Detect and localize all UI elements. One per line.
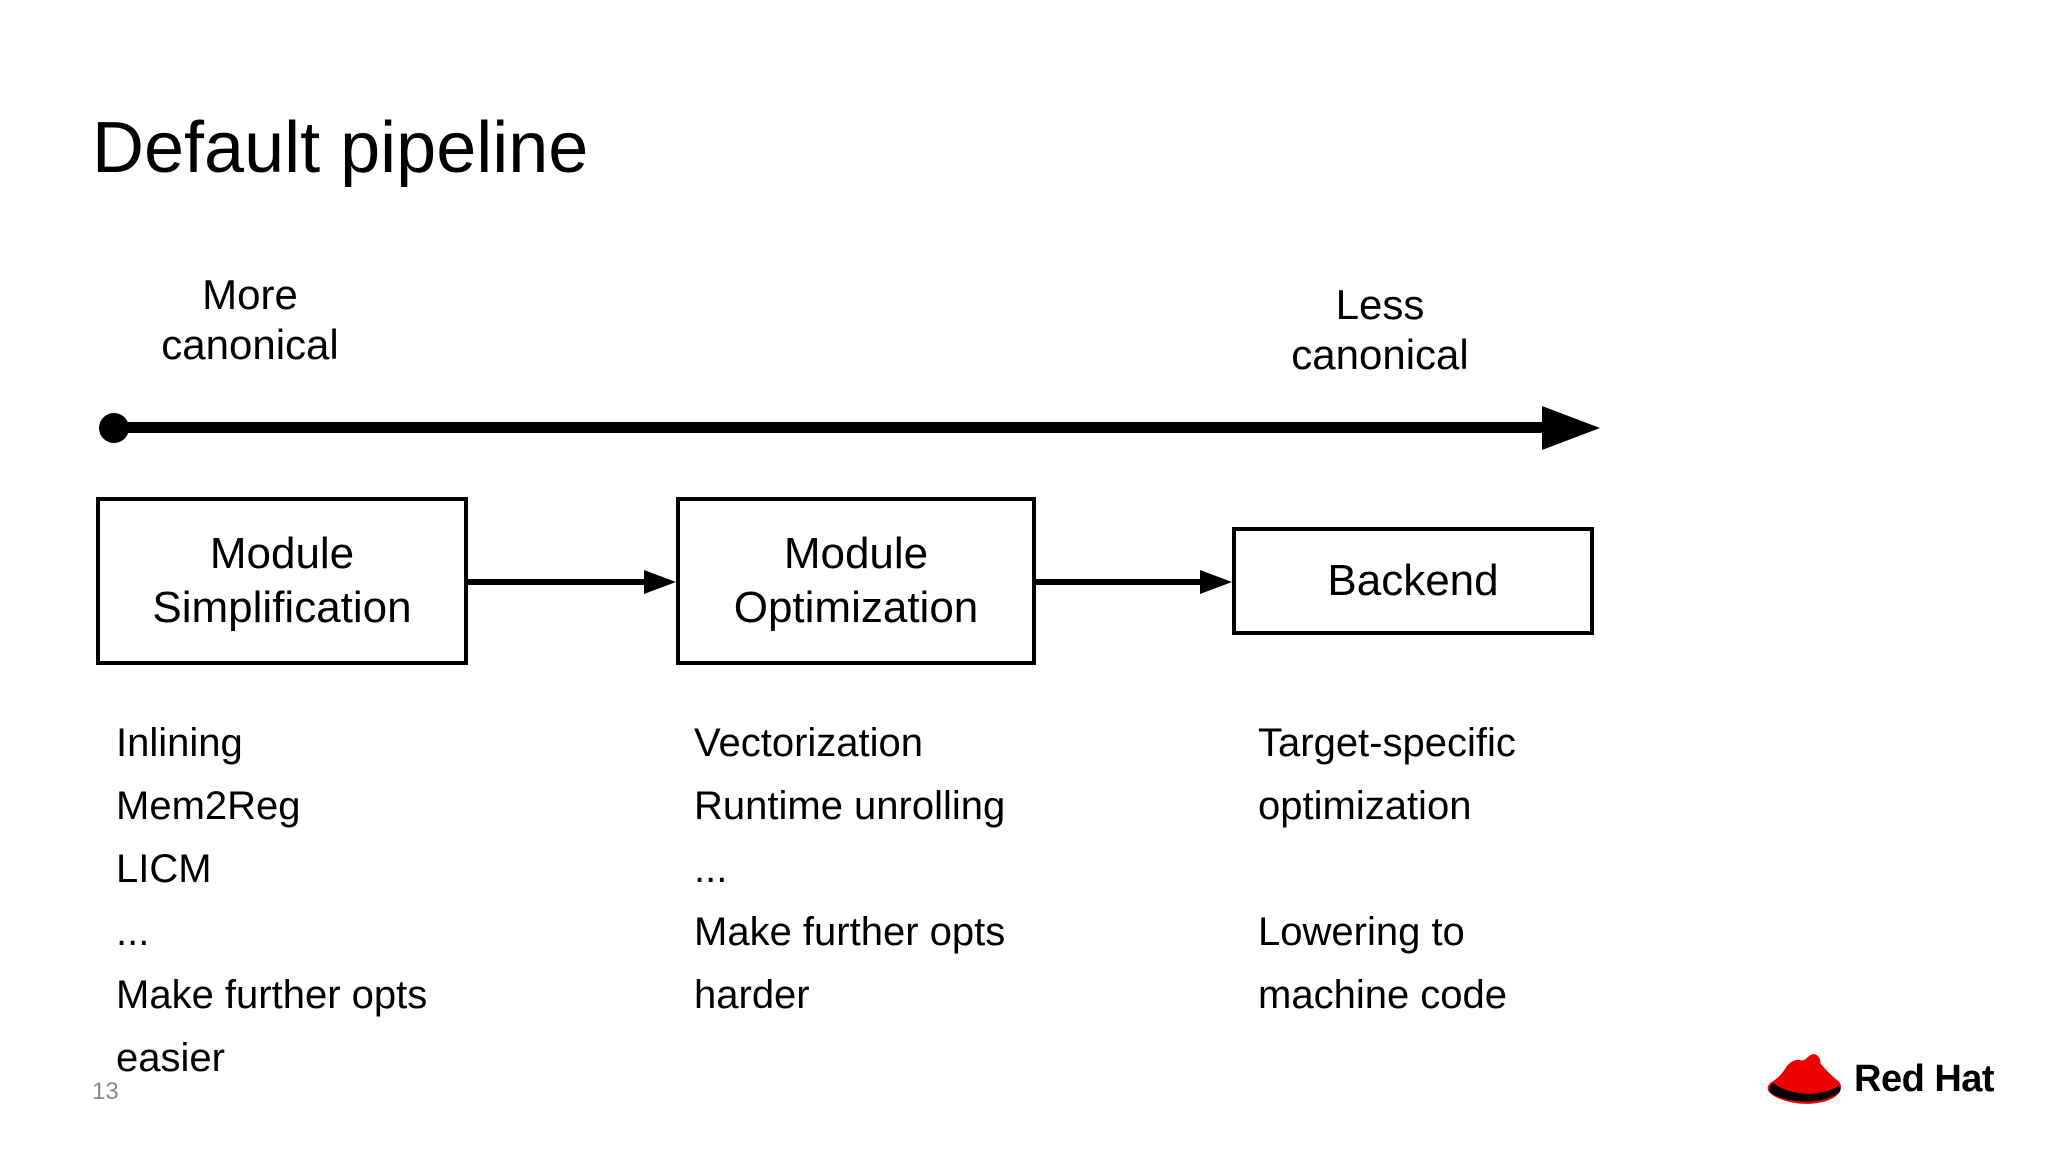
stage-label: Module Simplification	[152, 527, 411, 634]
connector-arrow-simplification-to-optimization	[466, 567, 680, 597]
detail-line: ...	[116, 910, 150, 954]
axis-line	[114, 422, 1556, 433]
page-title: Default pipeline	[92, 108, 589, 188]
axis-arrowhead-icon	[1542, 406, 1600, 450]
axis-label-less-line2: canonical	[1291, 330, 1469, 378]
detail-line: Mem2Reg	[116, 784, 301, 828]
detail-line: LICM	[116, 847, 212, 891]
stage-label: Backend	[1327, 554, 1498, 608]
detail-line: Make further opts	[694, 910, 1006, 954]
detail-line: Make further opts	[116, 973, 428, 1017]
connector-arrowhead-icon	[1200, 570, 1232, 594]
red-hat-logo: Red Hat	[1766, 1048, 1995, 1110]
pipeline-stage-module-optimization: Module Optimization	[676, 497, 1036, 665]
red-hat-fedora-icon	[1767, 1054, 1842, 1104]
stage-label-line2: Optimization	[733, 583, 979, 632]
stage-details-module-optimization: Vectorization Runtime unrolling ... Make…	[694, 712, 1005, 1027]
stage-label-line1: Backend	[1327, 556, 1499, 606]
canonical-axis-svg	[99, 406, 1600, 450]
detail-line-spacer	[1258, 838, 1516, 901]
stage-details-module-simplification: Inlining Mem2Reg LICM ... Make further o…	[116, 712, 427, 1090]
red-hat-wordmark: Red Hat	[1854, 1057, 1995, 1100]
connector-line	[1034, 579, 1206, 585]
detail-line: Vectorization	[694, 721, 924, 765]
axis-label-more-line1: More	[202, 271, 298, 318]
connector-arrowhead-icon	[644, 570, 676, 594]
detail-line: Target-specific	[1258, 721, 1516, 765]
axis-label-less-line1: Less	[1335, 281, 1425, 328]
stage-label-line1: Module	[209, 529, 355, 579]
pipeline-stage-module-simplification: Module Simplification	[96, 497, 468, 665]
stage-label-line1: Module	[783, 529, 929, 579]
axis-label-more-canonical: More canonical	[120, 270, 380, 369]
detail-line: optimization	[1258, 784, 1472, 828]
detail-line: Inlining	[116, 721, 243, 765]
detail-line: ...	[694, 847, 728, 891]
page-number: 13	[92, 1078, 119, 1105]
stage-details-backend: Target-specific optimization Lowering to…	[1258, 712, 1516, 1027]
pipeline-stage-backend: Backend	[1232, 527, 1594, 635]
stage-label-line2: Simplification	[152, 583, 412, 632]
detail-line: Lowering to	[1258, 910, 1465, 954]
connector-arrow-svg	[1034, 570, 1232, 594]
canonical-axis-arrow	[90, 400, 1610, 456]
stage-label: Module Optimization	[734, 527, 979, 634]
detail-line: machine code	[1258, 973, 1508, 1017]
connector-arrow-svg	[466, 570, 676, 594]
connector-line	[466, 579, 650, 585]
axis-label-less-canonical: Less canonical	[1250, 280, 1510, 379]
detail-line: easier	[116, 1036, 225, 1080]
axis-label-more-line2: canonical	[161, 320, 339, 368]
connector-arrow-optimization-to-backend	[1034, 567, 1236, 597]
detail-line: harder	[694, 973, 810, 1017]
detail-line: Runtime unrolling	[694, 784, 1006, 828]
